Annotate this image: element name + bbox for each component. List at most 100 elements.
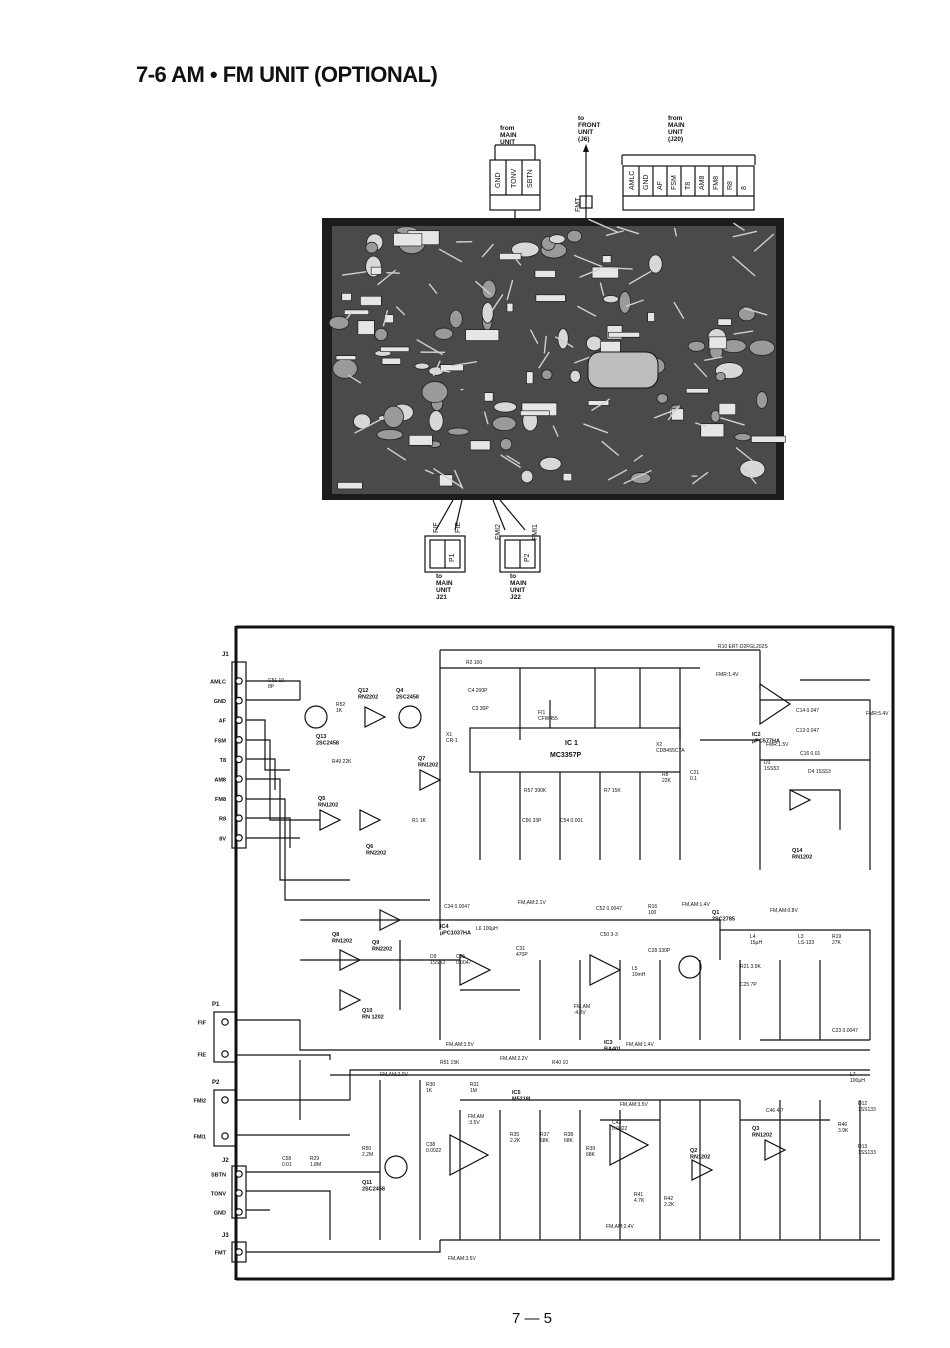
- component-label-c3: C3 30P: [472, 706, 489, 712]
- connector-label: J3: [222, 1233, 229, 1239]
- ic1: IC 1 MC3357P: [469, 727, 681, 773]
- pin-label: FSM: [671, 175, 678, 190]
- wiring: [236, 649, 880, 1253]
- component-label-c54: C54 0.001: [560, 818, 583, 824]
- connector-pin: [221, 1050, 229, 1058]
- pin-label: T8: [685, 182, 692, 190]
- component-label-c23: C23 0.0047: [832, 1028, 858, 1034]
- component-label-fm_am_14: FM,AM:1.4V: [682, 902, 710, 908]
- pin-label: FMI2: [495, 524, 502, 540]
- pin-label: TONV: [511, 168, 518, 188]
- transistor-symbols: [304, 705, 702, 1179]
- ic2-symbol: [759, 682, 792, 726]
- q4-symbol: [398, 705, 422, 729]
- connector-pin: [235, 716, 243, 725]
- pin-label: AM8: [699, 176, 706, 191]
- connector-label: P1: [449, 553, 456, 562]
- component-label-c14: C14 0.047: [796, 708, 819, 714]
- connector-pin: [221, 1096, 229, 1104]
- component-label-fmr: FMR:1.4V: [716, 672, 739, 678]
- pin-label: AF: [657, 181, 664, 190]
- connector-pin-label: SBTN: [211, 1173, 226, 1179]
- q3-buffer-symbol: [764, 1139, 787, 1161]
- connector-pin-label: GND: [214, 1211, 226, 1217]
- component-label-r49: R49 22K: [332, 759, 352, 765]
- connector-pin-label: 8V: [219, 836, 226, 842]
- pin-label: SBTN: [527, 169, 534, 188]
- connector-pin: [235, 775, 243, 783]
- q13-symbol: [304, 705, 328, 729]
- q1-symbol: [678, 955, 702, 979]
- component-label-d4: D4 1SS53: [808, 769, 831, 775]
- pin-label: GND: [495, 172, 502, 188]
- component-label-c50: C50 3-3: [600, 932, 618, 938]
- connector-label: P2: [212, 1080, 220, 1086]
- q2-buffer-symbol: [691, 1159, 714, 1181]
- component-label-r21: R21 3.9K: [740, 964, 762, 970]
- page-title: 7-6 AM • FM UNIT (OPTIONAL): [136, 62, 438, 87]
- component-label-fm_am_22: FM,AM:2.2V: [500, 1056, 528, 1062]
- pin-label: FM8: [713, 176, 720, 190]
- component-label-r2: R2 100: [466, 660, 482, 666]
- component-label-c28: C28 330P: [648, 948, 671, 954]
- component-label-fm_am_35b: FM,AM:3.5V: [620, 1102, 648, 1108]
- ic5b-symbol: [609, 1124, 650, 1166]
- connector-pin-label: AMLC: [210, 680, 226, 686]
- connector-pin-label: FSM: [214, 738, 226, 744]
- ic-part: MC3357P: [550, 752, 581, 759]
- ic4-symbol: [459, 954, 492, 986]
- pin-label: GND: [643, 174, 650, 190]
- connector-pin-label: TONV: [211, 1192, 227, 1198]
- component-label-r40: R40 10: [552, 1060, 568, 1066]
- component-label-c16: C16 0.01: [800, 751, 821, 757]
- component-label-fm_am_24: FM,AM:2.4V: [606, 1224, 634, 1230]
- component-label-c4: C4 200P: [468, 688, 488, 694]
- connector-pin: [221, 1132, 229, 1140]
- component-label-r57: R57 390K: [524, 788, 547, 794]
- connector-pin-label: FIF: [198, 1021, 207, 1027]
- connector-pin: [235, 696, 243, 705]
- q7-buffer-symbol: [419, 769, 442, 791]
- component-label-fm_am_35c: FM,AM:3.5V: [448, 1256, 476, 1262]
- component-label-fm_am_20: FM,AM:2.0V: [380, 1072, 408, 1078]
- connector-label: P1: [212, 1002, 220, 1008]
- connector-pin-label: AF: [219, 719, 227, 725]
- connector-pin: [235, 755, 243, 764]
- opamp-symbols: [319, 682, 812, 1181]
- pin-label: FIF: [433, 523, 440, 534]
